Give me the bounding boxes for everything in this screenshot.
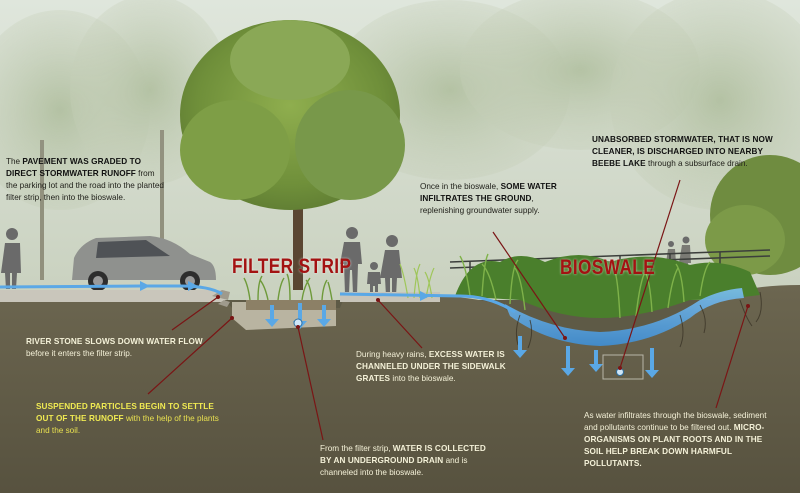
bioswale-label: BIOSWALE bbox=[560, 256, 656, 279]
filter-strip-label: FILTER STRIP bbox=[232, 255, 352, 278]
soil bbox=[0, 285, 800, 493]
main-tree bbox=[180, 20, 405, 290]
ponded-water bbox=[505, 288, 744, 346]
note-pavement: The Pavement was graded to direct stormw… bbox=[6, 157, 164, 202]
river-stones bbox=[212, 290, 230, 307]
car bbox=[72, 236, 216, 291]
bioswale-vegetation bbox=[399, 253, 760, 319]
note-discharge: Unabsorbed stormwater, that is now clean… bbox=[592, 135, 773, 168]
note-microbes: As water infiltrates through the bioswal… bbox=[584, 411, 767, 468]
note-infiltrate: Once in the bioswale, some water infiltr… bbox=[420, 182, 557, 215]
subsurface-drain-box bbox=[602, 354, 644, 380]
flow-arrowheads bbox=[140, 281, 430, 301]
leader-lines bbox=[147, 179, 749, 441]
note-particles: Suspended particles begin to settle out … bbox=[36, 402, 219, 435]
parking-lot-pavement bbox=[0, 290, 225, 302]
sidewalk bbox=[340, 292, 440, 302]
note-river-stone: River stone slows down water flow before… bbox=[26, 337, 203, 358]
filter-strip-grass bbox=[243, 273, 333, 301]
runoff-flow bbox=[0, 284, 516, 314]
leader-tips bbox=[216, 295, 750, 370]
roots bbox=[515, 291, 762, 349]
filter-strip-gravel bbox=[246, 300, 336, 310]
note-drain: From the filter strip, water is collecte… bbox=[320, 444, 486, 477]
note-heavy-rain: During heavy rains, excess water is chan… bbox=[356, 350, 506, 383]
